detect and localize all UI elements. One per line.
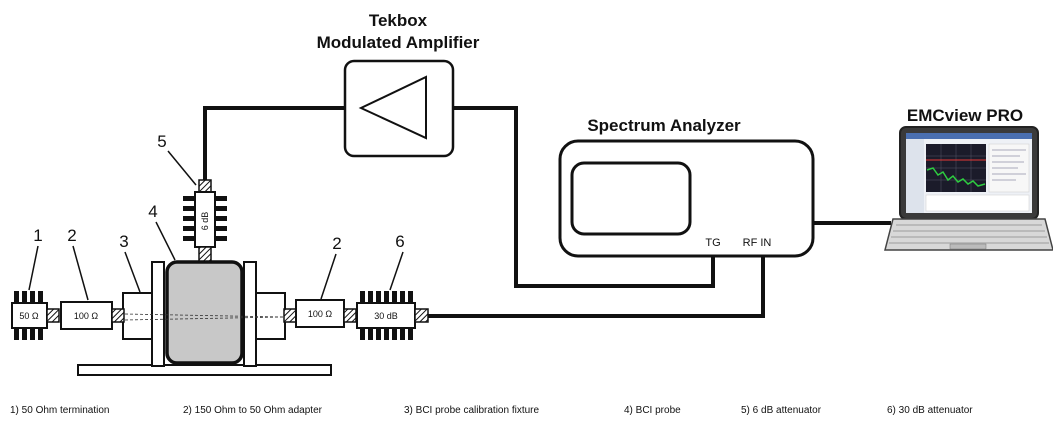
cable-tg-to-amp [453, 106, 715, 288]
callout-1: 1 [33, 226, 42, 245]
attenuator-6db-label: 6 dB [200, 212, 210, 231]
emcview-trace [926, 167, 986, 187]
emcview-title: EMCview PRO [907, 106, 1023, 125]
adapter-left: 100 Ω [60, 301, 125, 330]
bci-probe [165, 260, 244, 365]
adapter-right-label: 100 Ω [308, 309, 333, 319]
legend-item-1: 1) 50 Ohm termination [10, 405, 110, 416]
callout-2-right: 2 [332, 234, 341, 253]
callout-2-left: 2 [67, 226, 76, 245]
spectrum-analyzer: TG RF IN [558, 139, 815, 258]
base-plate [77, 364, 332, 376]
callout-3: 3 [119, 232, 128, 251]
callout-4: 4 [148, 202, 157, 221]
fixture-connector-left [122, 292, 153, 340]
adapter-right: 100 Ω [283, 299, 357, 328]
amplifier-title-line1: Tekbox [369, 11, 428, 30]
legend-item-3: 3) BCI probe calibration fixture [404, 405, 540, 416]
calibration-fixture [122, 261, 286, 367]
cable-30db-to-rfin [428, 254, 765, 318]
termination-50ohm: 50 Ω [11, 291, 60, 340]
laptop-keyboard [884, 218, 1053, 251]
legend-item-5: 5) 6 dB attenuator [741, 405, 822, 416]
attenuator-30db: 30 dB [356, 291, 429, 340]
legend: 1) 50 Ohm termination 2) 150 Ohm to 50 O… [10, 405, 973, 416]
termination-label: 50 Ω [19, 311, 39, 321]
adapter-left-label: 100 Ω [74, 311, 99, 321]
fixture-center-conductor [124, 313, 284, 321]
fixture-connector-right [255, 292, 286, 340]
amplifier-title-line2: Modulated Amplifier [317, 33, 480, 52]
cables [203, 106, 891, 318]
legend-item-6: 6) 30 dB attenuator [887, 405, 973, 416]
attenuator-30db-label: 30 dB [374, 311, 398, 321]
callout-5: 5 [157, 132, 166, 151]
attenuator-6db: 6 dB [183, 179, 227, 262]
port-tg-label: TG [705, 237, 720, 249]
amplifier-triangle-icon [358, 75, 427, 140]
spectrum-analyzer-title: Spectrum Analyzer [587, 116, 741, 135]
port-rfin-label: RF IN [743, 237, 772, 249]
legend-item-4: 4) BCI probe [624, 405, 681, 416]
laptop [884, 126, 1053, 251]
analyzer-screen [570, 161, 692, 236]
cable-amp-to-6db [203, 106, 345, 182]
callout-6: 6 [395, 232, 404, 251]
callout-leaders [28, 150, 404, 301]
modulated-amplifier [343, 59, 455, 158]
legend-item-2: 2) 150 Ohm to 50 Ohm adapter [183, 405, 323, 416]
